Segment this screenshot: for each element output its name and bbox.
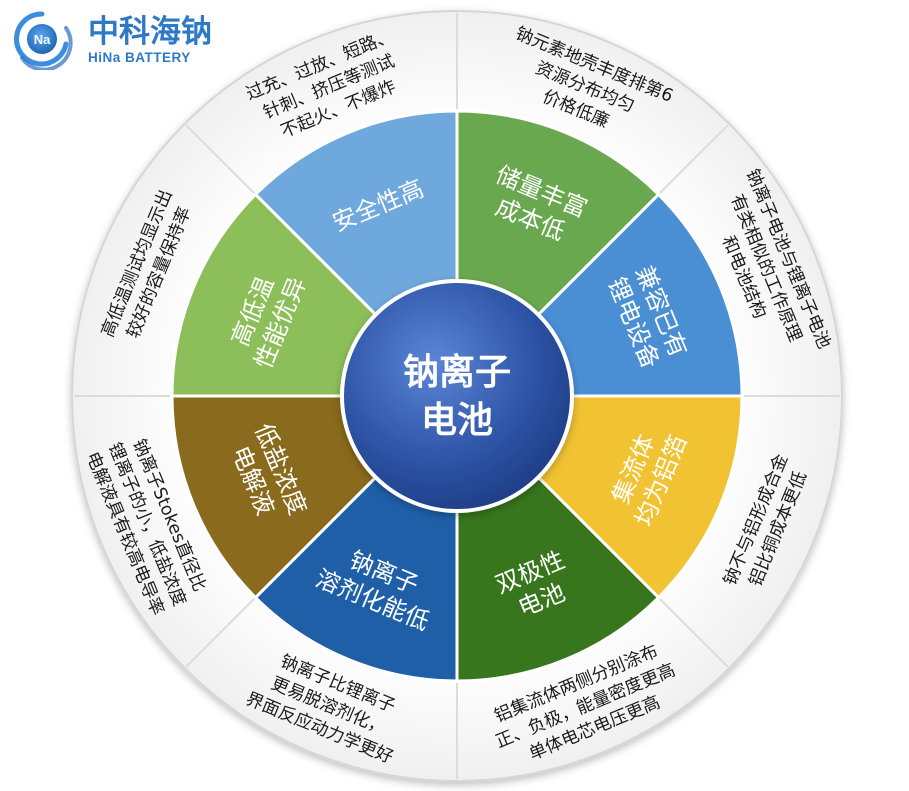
- outer-divider-line: [185, 124, 255, 194]
- hina-logo: Na 中科海钠 HiNa BATTERY: [14, 11, 212, 70]
- center-circle: [340, 279, 574, 513]
- outer-divider-line: [659, 124, 729, 194]
- logo-name-en: HiNa BATTERY: [88, 50, 191, 65]
- outer-divider-line: [659, 598, 729, 668]
- outer-dividers: [74, 13, 840, 779]
- center-title-line-2: 电池: [421, 400, 493, 441]
- logo-badge-icon: Na: [14, 11, 73, 70]
- logo-name-cn: 中科海钠: [88, 14, 212, 50]
- center-title-line-1: 钠离子: [403, 352, 511, 393]
- logo-badge-text: Na: [34, 32, 51, 47]
- outer-divider-line: [185, 598, 255, 668]
